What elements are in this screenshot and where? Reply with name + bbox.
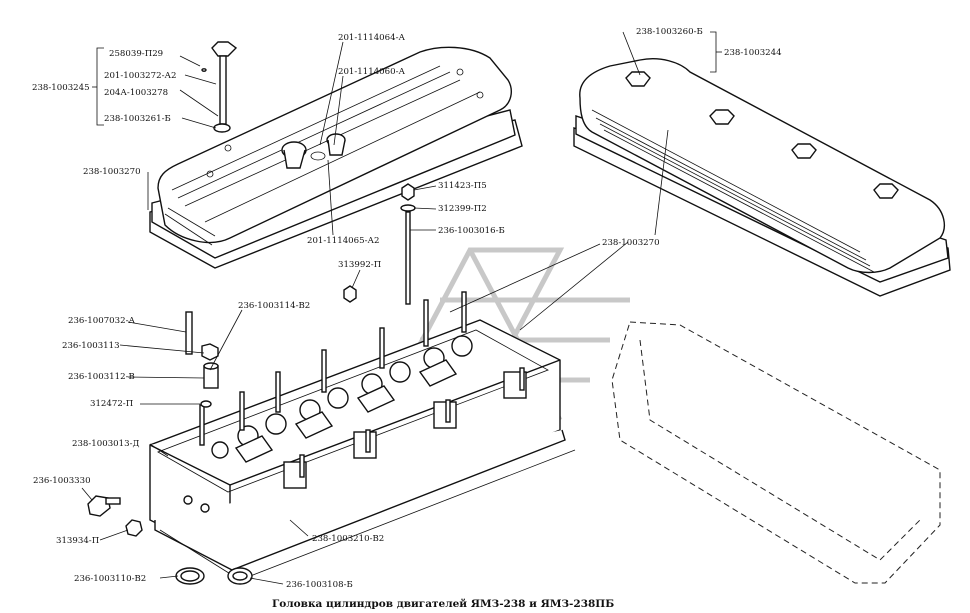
cover-cap-nuts xyxy=(625,71,899,199)
phantom-head-inner xyxy=(639,339,921,561)
label-238-1003244: 238-1003244 xyxy=(724,48,782,58)
diagram-caption: Головка цилиндров двигателей ЯМЗ-238 и Я… xyxy=(272,598,614,610)
label-313934: 313934-П xyxy=(56,536,100,546)
label-238-1003270-right: 238-1003270 xyxy=(602,238,660,248)
label-238-1003210: 238-1003210-В2 xyxy=(312,534,384,544)
label-236-1003110: 236-1003110-В2 xyxy=(74,574,146,584)
label-201-1114060: 201-1114060-А xyxy=(338,67,405,77)
label-236-1007032: 236-1007032-А xyxy=(68,316,135,326)
label-201-1114065: 201-1114065-А2 xyxy=(307,236,379,246)
cylinder-head xyxy=(149,291,576,581)
label-313992: 313992-П xyxy=(338,260,382,270)
label-236-1003016: 236-1003016-Б xyxy=(438,226,505,236)
label-236-1003112: 236-1003112-В xyxy=(68,372,135,382)
label-238-1003261: 238-1003261-Б xyxy=(104,114,171,124)
label-236-1003114: 236-1003114-В2 xyxy=(238,301,310,311)
label-312472: 312472-П xyxy=(90,399,134,409)
part-labels: 258039-П29 201-1003272-А2 238-1003245 20… xyxy=(32,27,782,590)
label-236-1003108: 236-1003108-Б xyxy=(286,580,353,590)
label-201-1114064: 201-1114064-А xyxy=(338,33,405,43)
valve-train xyxy=(211,335,473,463)
phantom-cylinder-head xyxy=(611,321,941,584)
right-valve-cover xyxy=(573,58,951,297)
label-238-1003260: 238-1003260-Б xyxy=(636,27,703,37)
label-204a-1003278: 204А-1003278 xyxy=(104,88,168,98)
label-258039: 258039-П29 xyxy=(109,49,163,59)
label-238-1003013: 238-1003013-Д xyxy=(72,439,139,449)
label-312399: 312399-П2 xyxy=(438,204,487,214)
cover-nut-stack xyxy=(201,41,238,133)
label-236-1003330: 236-1003330 xyxy=(33,476,91,486)
leader-lines xyxy=(81,31,722,585)
left-valve-cover xyxy=(149,46,523,269)
label-311423: 311423-П5 xyxy=(438,181,487,191)
label-236-1003113: 236-1003113 xyxy=(62,341,120,351)
head-studs xyxy=(199,291,525,478)
label-238-1003270-left: 238-1003270 xyxy=(83,167,141,177)
label-201-1003272: 201-1003272-А2 xyxy=(104,71,176,81)
small-parts xyxy=(87,183,416,585)
label-238-1003245: 238-1003245 xyxy=(32,83,90,93)
